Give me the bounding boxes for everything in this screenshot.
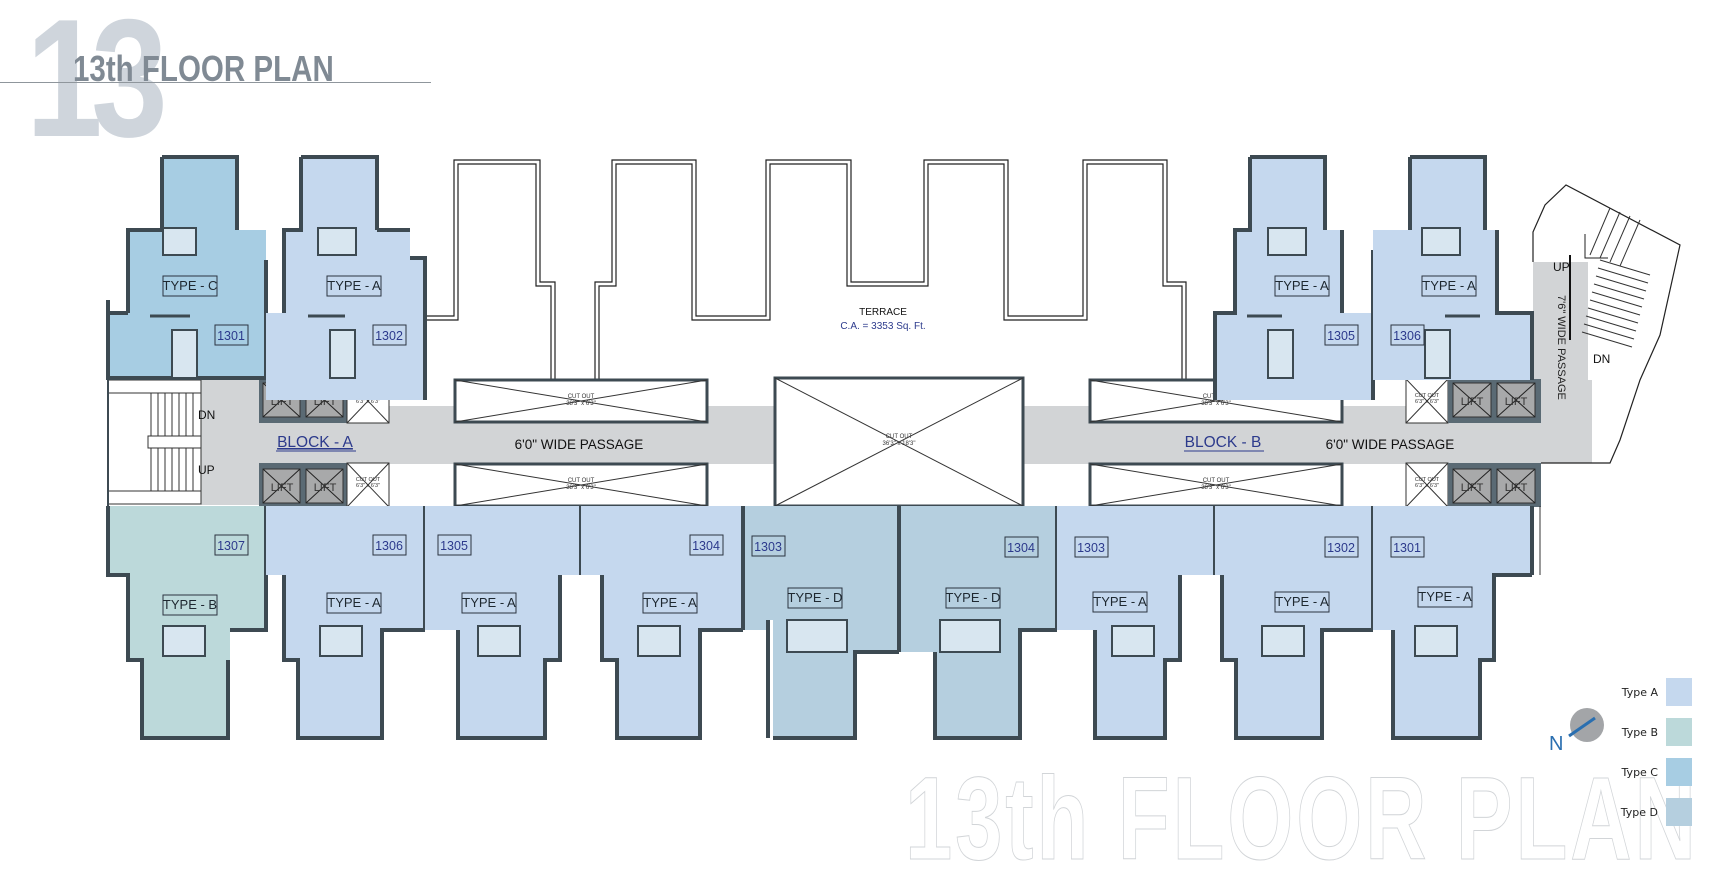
legend-swatch — [1666, 678, 1692, 706]
stair-dn-label: DN — [198, 408, 215, 422]
svg-text:CUT OUT: CUT OUT — [1415, 393, 1440, 399]
svg-text:1305: 1305 — [1327, 329, 1355, 343]
svg-text:1302: 1302 — [1327, 541, 1355, 555]
unit-bottom-1303-d[interactable]: TYPE - D 1303 — [741, 506, 901, 740]
svg-text:36'3" x 18'3": 36'3" x 18'3" — [883, 441, 916, 447]
legend-item-type-b: Type B — [1600, 712, 1692, 752]
legend-item-type-d: Type D — [1600, 792, 1692, 832]
cutout-left-upper: CUT OUT 38'3" x 6'3" — [453, 378, 709, 424]
svg-text:CUT OUT: CUT OUT — [886, 434, 913, 440]
svg-text:TYPE - A: TYPE - A — [1422, 278, 1476, 293]
svg-text:TYPE - A: TYPE - A — [327, 278, 381, 293]
floor-number-graphic: 13 — [26, 0, 168, 172]
svg-text:1305: 1305 — [440, 539, 468, 553]
svg-text:1307: 1307 — [217, 539, 245, 553]
terrace-outline: TERRACE C.A. = 3353 Sq. Ft. — [425, 159, 1215, 401]
unit-top-1305[interactable]: TYPE - A 1305 — [1213, 155, 1375, 400]
unit-number-label: 1301 — [217, 329, 245, 343]
svg-text:6'3" x 6'3": 6'3" x 6'3" — [1415, 399, 1439, 405]
svg-text:1303: 1303 — [754, 540, 782, 554]
unit-bottom-1306[interactable]: TYPE - A 1306 — [266, 506, 427, 740]
svg-text:LIFT: LIFT — [1461, 396, 1484, 408]
north-compass: N — [1545, 700, 1605, 760]
svg-text:1303: 1303 — [1077, 541, 1105, 555]
side-passage-label: 7'6" WIDE PASSAGE — [1555, 295, 1567, 400]
lift-core-block-a: LIFT LIFT CUT OUT 6'3" x 6'3" LIFT LIFT … — [259, 378, 390, 508]
block-a-label: BLOCK - A — [277, 434, 353, 451]
legend-item-type-a: Type A — [1600, 672, 1692, 712]
svg-text:CUT OUT: CUT OUT — [568, 394, 595, 400]
block-b-label: BLOCK - B — [1185, 434, 1262, 451]
svg-text:LIFT: LIFT — [1505, 482, 1528, 494]
left-staircase: DN UP — [107, 379, 215, 505]
svg-text:38'3" x 6'3": 38'3" x 6'3" — [1201, 401, 1231, 407]
terrace-label: TERRACE — [859, 307, 907, 318]
svg-text:TYPE - A: TYPE - A — [1093, 594, 1147, 609]
unit-bottom-1305[interactable]: TYPE - A 1305 — [425, 506, 583, 740]
unit-bottom-1304-d[interactable]: TYPE - D 1304 — [897, 506, 1059, 740]
svg-text:38'3" x 6'3": 38'3" x 6'3" — [1201, 485, 1231, 491]
svg-text:38'3" x 6'3": 38'3" x 6'3" — [566, 485, 596, 491]
svg-text:1306: 1306 — [375, 539, 403, 553]
svg-text:6'3" x 6'3": 6'3" x 6'3" — [1415, 483, 1439, 489]
legend-swatch — [1666, 798, 1692, 826]
svg-text:TYPE - A: TYPE - A — [1275, 278, 1329, 293]
svg-text:TYPE - D: TYPE - D — [788, 590, 843, 605]
svg-text:LIFT: LIFT — [314, 482, 337, 494]
svg-text:38'3" x 6'3": 38'3" x 6'3" — [566, 401, 596, 407]
unit-bottom-1304-a[interactable]: TYPE - A 1304 — [581, 506, 745, 740]
unit-bottom-1302[interactable]: TYPE - A 1302 — [1215, 506, 1375, 740]
svg-text:TYPE - D: TYPE - D — [946, 590, 1001, 605]
svg-text:LIFT: LIFT — [1461, 482, 1484, 494]
unit-type-label: TYPE - C — [163, 278, 218, 293]
legend-item-type-c: Type C — [1600, 752, 1692, 792]
title-divider — [0, 82, 431, 83]
terrace-area: C.A. = 3353 Sq. Ft. — [840, 321, 925, 332]
right-staircase: UP DN 7'6" WIDE PASSAGE — [1532, 184, 1681, 464]
svg-text:1304: 1304 — [1007, 541, 1035, 555]
svg-text:1301: 1301 — [1393, 541, 1421, 555]
watermark-title: 13th FLOOR PLAN — [905, 753, 1699, 885]
stair-up-label: UP — [198, 463, 215, 477]
lift-core-block-b: CUT OUT 6'3" x 6'3" LIFT LIFT CUT OUT 6'… — [1405, 378, 1541, 508]
svg-text:TYPE - B: TYPE - B — [163, 597, 217, 612]
svg-text:1306: 1306 — [1393, 329, 1421, 343]
right-stair-dn-label: DN — [1593, 352, 1610, 366]
svg-text:6'3" x 6'3": 6'3" x 6'3" — [356, 483, 380, 489]
svg-text:TYPE - A: TYPE - A — [327, 595, 381, 610]
unit-top-1302[interactable]: TYPE - A 1302 — [266, 155, 427, 400]
unit-top-1301[interactable]: TYPE - C 1301 — [106, 155, 268, 380]
north-label: N — [1549, 733, 1563, 755]
legend-swatch — [1666, 758, 1692, 786]
north-arrow-icon — [1568, 716, 1596, 738]
svg-text:TYPE - A: TYPE - A — [1275, 594, 1329, 609]
legend-swatch — [1666, 718, 1692, 746]
svg-text:TYPE - A: TYPE - A — [643, 595, 697, 610]
block-a-passage-label: 6'0" WIDE PASSAGE — [515, 437, 644, 452]
unit-top-1306[interactable]: TYPE - A 1306 — [1373, 155, 1534, 380]
unit-bottom-1303-a[interactable]: TYPE - A 1303 — [1057, 506, 1217, 740]
svg-text:LIFT: LIFT — [271, 482, 294, 494]
cutout-center: CUT OUT 36'3" x 18'3" — [773, 376, 1025, 508]
svg-text:CUT OUT: CUT OUT — [1415, 477, 1440, 483]
svg-text:6'3" x 6'3": 6'3" x 6'3" — [356, 399, 380, 405]
svg-text:CUT OUT: CUT OUT — [356, 477, 381, 483]
svg-text:CUT OUT: CUT OUT — [568, 478, 595, 484]
unit-bottom-1307[interactable]: TYPE - B 1307 — [106, 506, 268, 740]
svg-text:CUT OUT: CUT OUT — [1203, 478, 1230, 484]
svg-text:TYPE - A: TYPE - A — [462, 595, 516, 610]
block-b-passage-label: 6'0" WIDE PASSAGE — [1326, 437, 1455, 452]
unit-type-legend: Type A Type B Type C Type D — [1600, 672, 1692, 832]
right-stair-up-label: UP — [1553, 260, 1570, 274]
cutout-right-lower: CUT OUT 38'3" x 6'3" — [1088, 462, 1344, 508]
svg-text:1302: 1302 — [375, 329, 403, 343]
unit-bottom-1301[interactable]: TYPE - A 1301 — [1373, 506, 1541, 740]
cutout-left-lower: CUT OUT 38'3" x 6'3" — [453, 462, 709, 508]
svg-text:LIFT: LIFT — [1505, 396, 1528, 408]
svg-text:1304: 1304 — [692, 539, 720, 553]
svg-text:TYPE - A: TYPE - A — [1418, 589, 1472, 604]
